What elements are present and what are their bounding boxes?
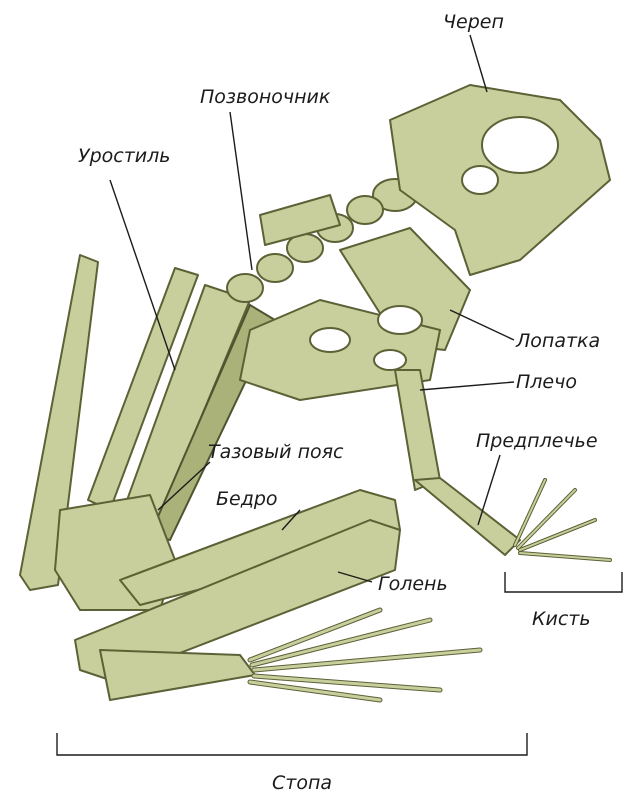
label-skull: Череп	[443, 11, 504, 33]
humerus-bone	[395, 370, 440, 490]
leader-spine	[230, 112, 252, 270]
leader-shoulder	[420, 382, 514, 390]
label-shoulder: Плечо	[516, 371, 577, 393]
label-pelvic-girdle: Тазовый пояс	[208, 441, 344, 463]
leader-scapula	[450, 310, 514, 340]
girdle-hole-1	[310, 328, 350, 352]
leader-urostyle	[110, 180, 175, 370]
label-femur: Бедро	[216, 488, 278, 510]
label-forearm: Предплечье	[476, 430, 598, 452]
label-urostyle: Уростиль	[78, 145, 170, 167]
leader-skull	[470, 35, 487, 92]
label-foot: Стопа	[272, 772, 332, 794]
label-tibia: Голень	[378, 573, 448, 595]
label-scapula: Лопатка	[515, 330, 600, 352]
girdle-hole-3	[378, 306, 422, 334]
foot-bone	[100, 650, 255, 700]
girdle-hole-2	[374, 350, 406, 370]
skull-orbit	[482, 117, 558, 173]
label-hand: Кисть	[532, 608, 591, 630]
forearm-bone	[415, 478, 520, 555]
label-spine: Позвоночник	[200, 86, 331, 108]
bracket-hand	[505, 572, 622, 592]
skull-orbit-inner	[462, 166, 498, 194]
bracket-foot	[57, 733, 527, 755]
leader-forearm	[478, 455, 500, 525]
